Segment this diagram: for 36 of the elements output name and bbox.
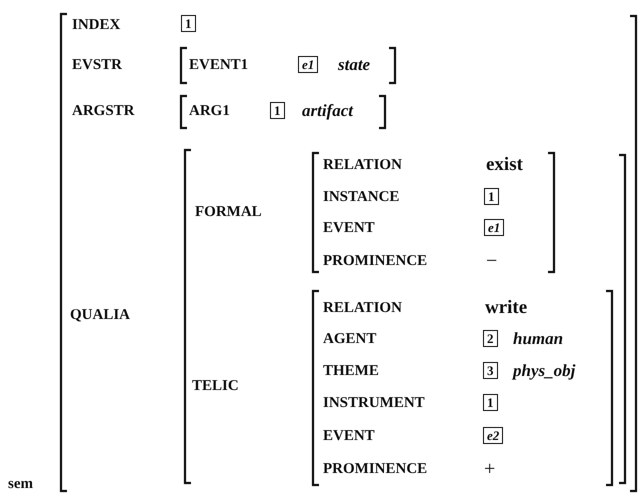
feature-name: PROMINENCE: [323, 252, 428, 271]
feature-name: FORMAL: [195, 203, 262, 222]
feature-name: THEME: [323, 362, 379, 381]
feature-value: exist: [486, 155, 523, 175]
feature-value: −: [486, 251, 498, 271]
matrix-label: sem: [8, 475, 33, 494]
feature-name: INSTANCE: [323, 188, 400, 207]
feature-name: ARGSTR: [72, 102, 135, 121]
feature-name: EVSTR: [72, 56, 122, 75]
feature-name: RELATION: [323, 156, 402, 175]
coindex-tag: e2: [483, 427, 504, 444]
coindex-tag: 3: [483, 362, 498, 379]
coindex-tag: 1: [181, 15, 196, 32]
feature-name: INSTRUMENT: [323, 394, 425, 413]
feature-name: QUALIA: [70, 306, 130, 325]
feature-name: EVENT1: [189, 56, 248, 75]
coindex-tag: e1: [484, 219, 504, 236]
feature-name: EVENT: [323, 219, 375, 238]
type-label: state: [338, 55, 370, 75]
feature-name: TELIC: [192, 377, 239, 396]
feature-name: RELATION: [323, 299, 402, 318]
feature-name: EVENT: [323, 427, 375, 446]
type-label: human: [513, 329, 564, 349]
feature-name: ARG1: [189, 102, 230, 121]
coindex-tag: 1: [484, 188, 498, 205]
coindex-tag: e1: [298, 56, 318, 73]
type-label: phys_obj: [513, 361, 576, 381]
coindex-tag: 1: [270, 102, 284, 119]
feature-name: AGENT: [323, 330, 376, 349]
coindex-tag: 1: [483, 394, 498, 411]
feature-name: INDEX: [72, 16, 120, 35]
feature-value: write: [485, 298, 528, 318]
type-label: artifact: [302, 101, 353, 121]
feature-name: PROMINENCE: [323, 460, 428, 479]
feature-value: +: [484, 459, 496, 479]
coindex-tag: 2: [483, 330, 498, 347]
